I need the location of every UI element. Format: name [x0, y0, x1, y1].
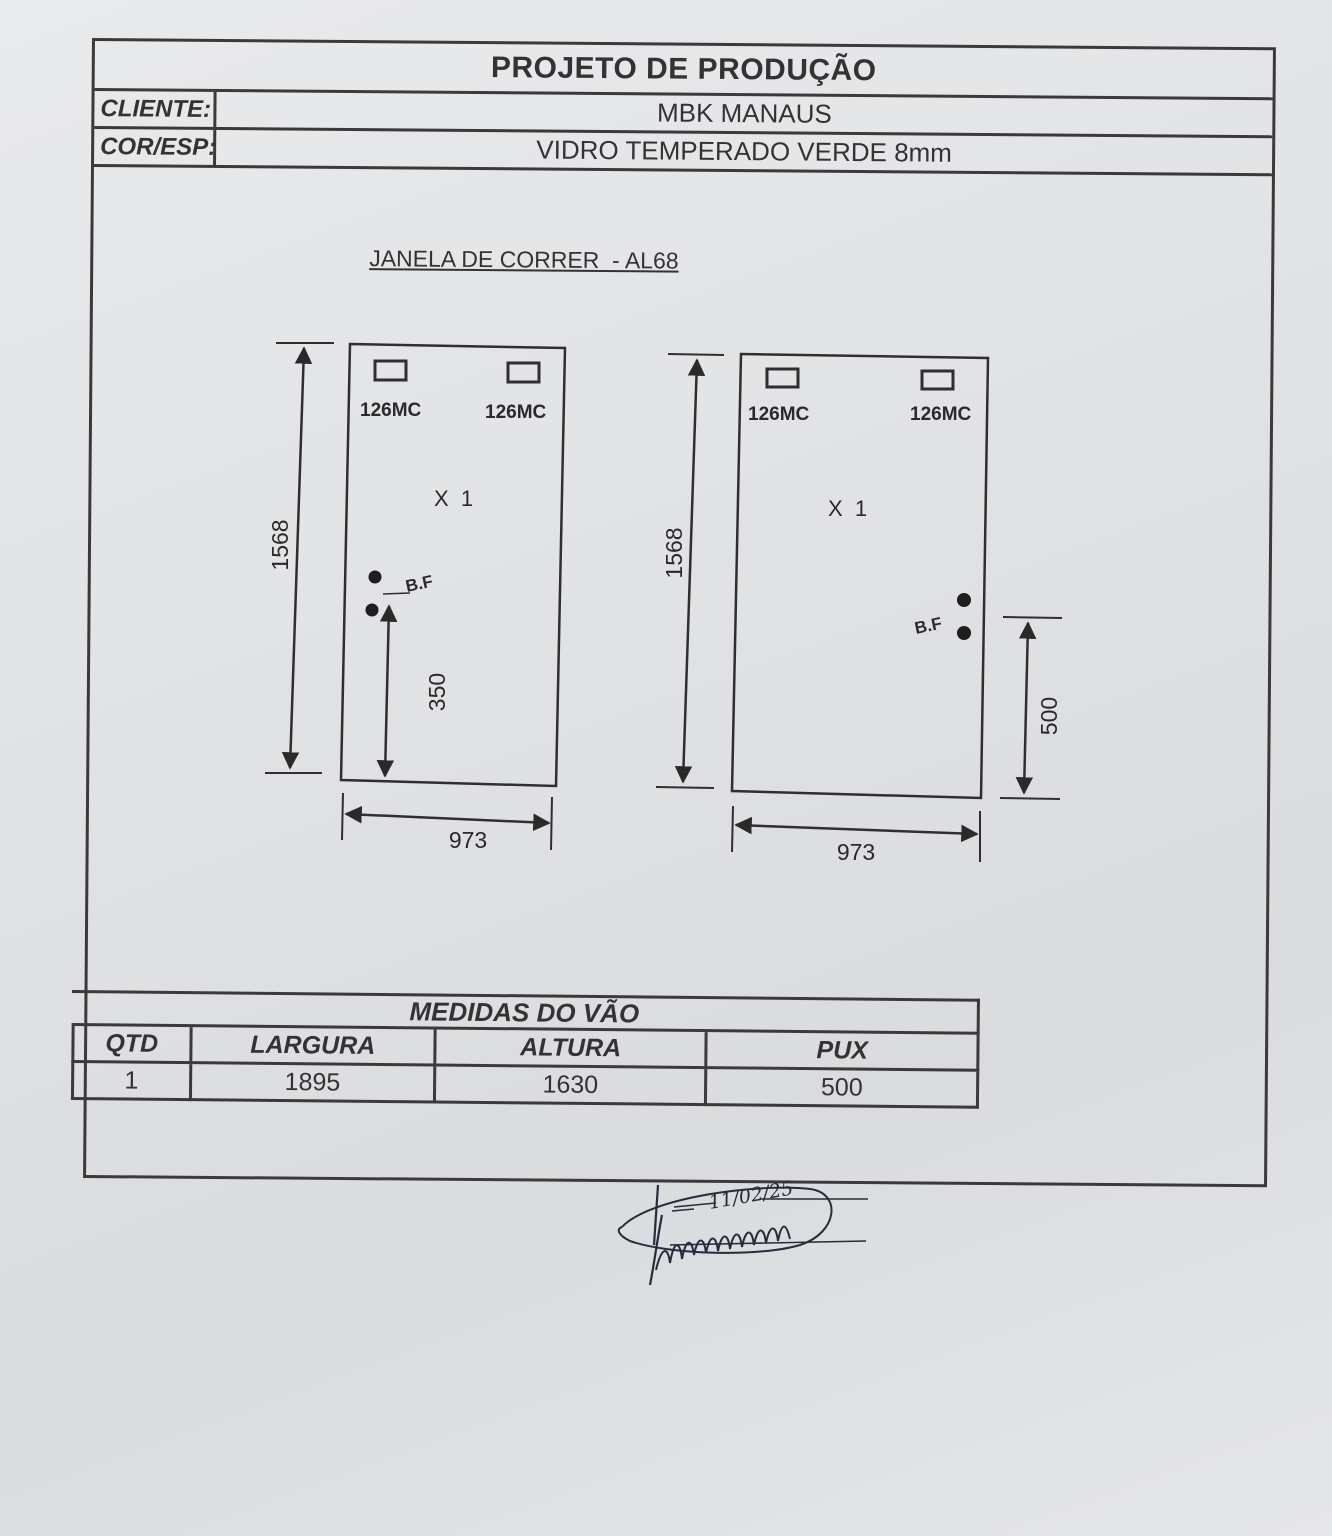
table-cell: 1630 — [434, 1064, 707, 1105]
column-header: ALTURA — [434, 1029, 707, 1068]
hole-icon — [368, 570, 382, 584]
signature-date: 11/02/25 — [707, 1177, 795, 1213]
glass-panel-1: 126MC 126MC X 1 B.F 1568 350 973 — [265, 342, 567, 853]
table-row: 1 1895 1630 500 — [72, 1061, 978, 1108]
panel-2-quantity-label: X 1 — [828, 496, 867, 521]
panel-2-height-dimension — [674, 358, 706, 784]
table-cell: 500 — [705, 1067, 978, 1108]
hole-icon — [957, 626, 971, 640]
panel-1-outline — [339, 342, 567, 788]
notch-icon — [506, 361, 541, 384]
hole-icon — [957, 593, 971, 607]
hole-icon — [365, 603, 379, 617]
panel-1-height-dimension — [281, 346, 313, 770]
measurements-table: QTD LARGURA ALTURA PUX 1 1895 1630 500 — [71, 1026, 980, 1109]
panel-1-hole-label: B.F — [404, 572, 435, 596]
panel-1-notch-right-label: 126MC — [485, 402, 547, 423]
notch-icon — [765, 367, 800, 389]
panel-2-hole-offset-dimension — [1015, 621, 1037, 795]
panel-1-hole-offset-dim: 350 — [424, 673, 450, 711]
column-header: LARGURA — [190, 1027, 436, 1065]
panel-2-outline — [730, 352, 990, 800]
notch-icon — [920, 369, 955, 391]
panel-1-width-dim: 973 — [449, 827, 487, 853]
table-cell: 1 — [72, 1061, 191, 1100]
panel-1-notch-left-label: 126MC — [360, 400, 422, 421]
panel-1-quantity-label: X 1 — [434, 486, 473, 511]
notch-icon — [373, 359, 408, 382]
panel-2-width-dim: 973 — [837, 839, 875, 865]
signature: 11/02/25 — [617, 1177, 868, 1286]
panel-2-height-dim: 1568 — [661, 527, 687, 578]
panel-2-notch-left-label: 126MC — [748, 404, 810, 425]
panel-1-height-dim: 1568 — [267, 519, 293, 570]
panel-2-width-dimension — [734, 816, 979, 843]
panel-2-notch-right-label: 126MC — [910, 404, 972, 425]
glass-panel-2: 126MC 126MC X 1 B.F 1568 500 973 — [655, 352, 1063, 865]
panel-1-width-dimension — [344, 805, 551, 832]
panel-2-hole-label: B.F — [913, 614, 944, 638]
panel-1-hole-offset-dimension — [376, 604, 398, 778]
table-cell: 1895 — [190, 1062, 435, 1102]
column-header: QTD — [72, 1026, 191, 1063]
opening-measurements: MEDIDAS DO VÃO QTD LARGURA ALTURA PUX 1 … — [71, 990, 980, 1109]
column-header: PUX — [706, 1032, 979, 1071]
panel-2-hole-offset-dim: 500 — [1036, 697, 1062, 735]
